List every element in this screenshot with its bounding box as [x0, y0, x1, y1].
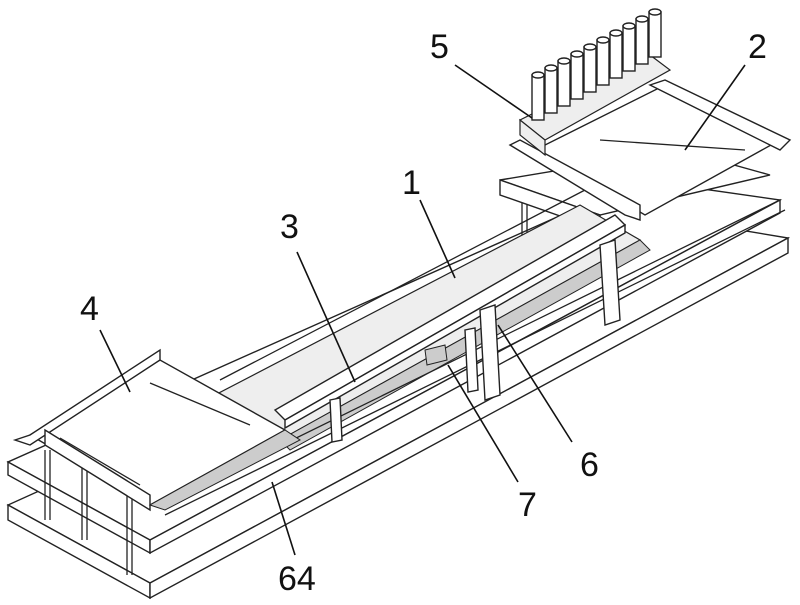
- label-1: 1: [402, 164, 421, 202]
- label-7: 7: [518, 486, 537, 524]
- conveyor-track: [159, 189, 786, 516]
- gantry-arms: [329, 239, 621, 443]
- label-5: 5: [430, 28, 449, 66]
- left-tray: [12, 348, 301, 512]
- label-2: 2: [748, 28, 767, 66]
- tube-rack: [518, 8, 672, 157]
- right-tray: [508, 79, 792, 221]
- tubes: [531, 8, 662, 121]
- leader-lines: [99, 64, 746, 556]
- label-6: 6: [580, 446, 599, 484]
- label-64: 64: [278, 560, 316, 598]
- label-3: 3: [280, 208, 299, 246]
- label-4: 4: [80, 290, 99, 328]
